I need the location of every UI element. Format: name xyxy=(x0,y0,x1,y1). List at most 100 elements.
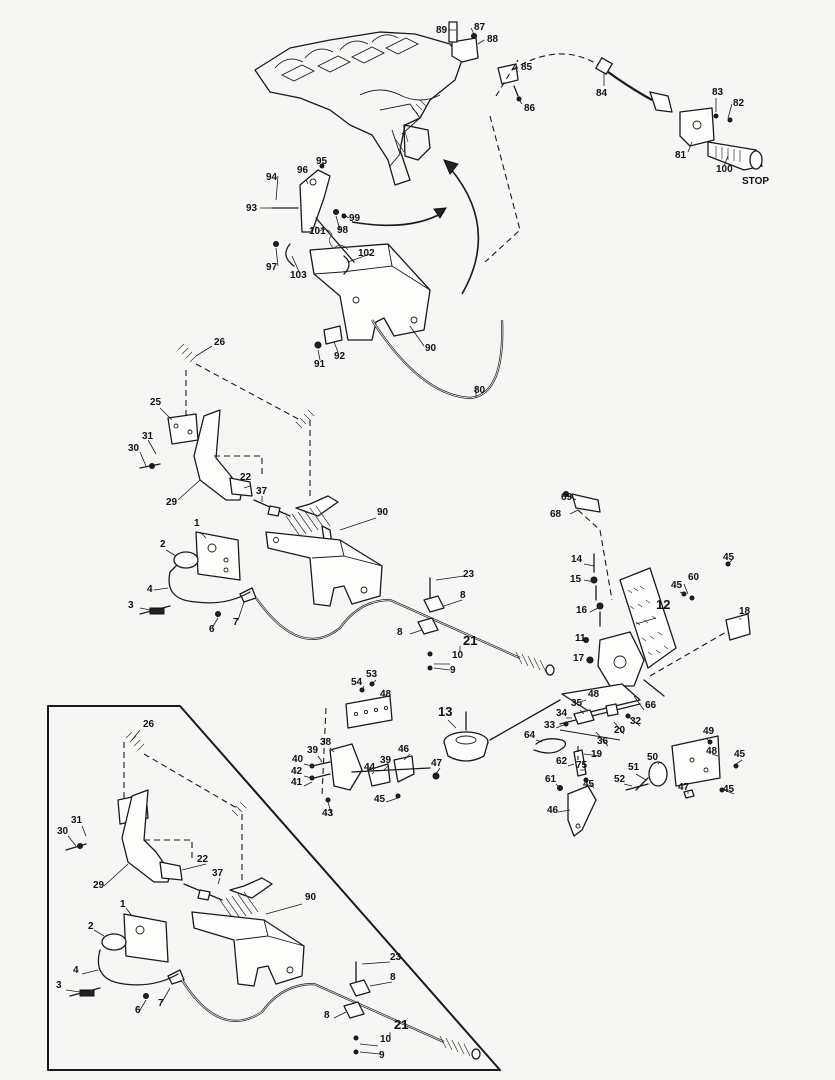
callout-c13: 13 xyxy=(438,704,452,719)
pedal-assembly-main xyxy=(139,343,555,676)
callout-c1b: 1 xyxy=(120,899,126,910)
callout-c23b: 23 xyxy=(390,952,402,963)
callout-c37a: 37 xyxy=(256,486,268,497)
callout-c97: 97 xyxy=(266,262,278,273)
linkage-parts-right xyxy=(533,703,641,837)
callout-c100: 100 xyxy=(716,164,733,175)
callout-c94: 94 xyxy=(266,172,278,183)
fuel-stop-bracket-assembly xyxy=(448,21,522,102)
callout-c42: 42 xyxy=(291,766,303,777)
callout-c3a: 3 xyxy=(128,600,134,611)
callout-c45b: 45 xyxy=(671,580,683,591)
callout-c26a: 26 xyxy=(214,337,226,348)
callout-c86: 86 xyxy=(524,103,536,114)
callout-c45f: 45 xyxy=(374,794,386,805)
callout-leader-lines xyxy=(65,27,743,1055)
callout-c40: 40 xyxy=(292,754,304,765)
callout-c89: 89 xyxy=(436,25,448,36)
callout-c43: 43 xyxy=(322,808,334,819)
throttle-cable-80 xyxy=(371,59,521,400)
callout-c8c: 8 xyxy=(390,972,396,983)
callout-c103: 103 xyxy=(290,270,307,281)
stop-cable-assembly xyxy=(511,53,763,171)
center-parts-group xyxy=(309,681,561,803)
callout-c80: 80 xyxy=(474,385,486,396)
callout-c12: 12 xyxy=(656,597,670,612)
callout-c30b: 30 xyxy=(57,826,69,837)
callout-c61: 61 xyxy=(545,774,557,785)
callout-c11: 11 xyxy=(575,633,586,644)
callout-c68: 68 xyxy=(550,509,562,520)
callout-c8a: 8 xyxy=(460,590,466,601)
callout-c95: 95 xyxy=(316,156,328,167)
callout-c29a: 29 xyxy=(166,497,178,508)
callout-c6a: 6 xyxy=(209,624,215,635)
callout-c14: 14 xyxy=(571,554,583,565)
callout-c45c: 45 xyxy=(583,779,595,790)
callout-c44: 44 xyxy=(364,762,376,773)
callout-c47b: 47 xyxy=(431,758,443,769)
callout-c23a: 23 xyxy=(463,569,475,580)
callout-c39b: 39 xyxy=(380,755,392,766)
callout-c6b: 6 xyxy=(135,1005,141,1016)
callout-c39a: 39 xyxy=(307,745,319,756)
callout-c82: 82 xyxy=(733,98,745,109)
callout-c26b: 26 xyxy=(143,719,155,730)
callout-c37b: 37 xyxy=(212,868,224,879)
callout-c90c: 90 xyxy=(305,892,317,903)
callout-c98: 98 xyxy=(337,225,349,236)
callout-c10a: 10 xyxy=(452,650,464,661)
callout-c31a: 31 xyxy=(142,431,154,442)
callout-c96: 96 xyxy=(297,165,309,176)
callout-c49: 49 xyxy=(703,726,715,737)
callout-c8d: 8 xyxy=(324,1010,330,1021)
callout-c50: 50 xyxy=(647,752,659,763)
callout-c99: 99 xyxy=(349,213,361,224)
callout-c48c: 48 xyxy=(706,746,718,757)
callout-c66: 66 xyxy=(645,700,657,711)
inset-detail-frame xyxy=(47,705,501,1071)
callout-c46a: 46 xyxy=(547,805,559,816)
callout-c25: 25 xyxy=(150,397,162,408)
callout-c22b: 22 xyxy=(197,854,209,865)
callout-c16: 16 xyxy=(576,605,588,616)
callout-c3b: 3 xyxy=(56,980,62,991)
callout-c17: 17 xyxy=(573,653,585,664)
callout-c7b: 7 xyxy=(158,998,164,1009)
callout-c33: 33 xyxy=(544,720,556,731)
callout-c47a: 47 xyxy=(678,782,690,793)
callout-c88: 88 xyxy=(487,34,499,45)
assembly-direction-arrows xyxy=(351,159,480,295)
callout-c64: 64 xyxy=(524,730,536,741)
callout-c9b: 9 xyxy=(379,1050,385,1061)
callout-c85: 85 xyxy=(521,62,533,73)
callout-c101: 101 xyxy=(309,226,326,237)
callout-c29b: 29 xyxy=(93,880,105,891)
callout-c32: 32 xyxy=(630,716,642,727)
callout-c48b: 48 xyxy=(588,689,600,700)
callout-c21a: 21 xyxy=(463,633,477,648)
callout-c84: 84 xyxy=(596,88,608,99)
callout-c81: 81 xyxy=(675,150,687,161)
callout-c38: 38 xyxy=(320,737,332,748)
callout-c10b: 10 xyxy=(380,1034,392,1045)
callout-c52: 52 xyxy=(614,774,626,785)
callout-c31b: 31 xyxy=(71,815,83,826)
callout-c9a: 9 xyxy=(450,665,456,676)
callout-cstop: STOP xyxy=(742,176,769,187)
accelerator-pedal-assembly xyxy=(561,491,751,713)
callout-c45d: 45 xyxy=(734,749,746,760)
callout-c46b: 46 xyxy=(398,744,410,755)
callout-c45a: 45 xyxy=(723,552,735,563)
callout-c48a: 48 xyxy=(380,689,392,700)
callout-c69: 69 xyxy=(561,492,573,503)
callout-c30a: 30 xyxy=(128,443,140,454)
callout-c60: 60 xyxy=(688,572,700,583)
callout-c20: 20 xyxy=(614,725,626,736)
callout-c62: 62 xyxy=(556,756,568,767)
callout-c51: 51 xyxy=(628,762,640,773)
callout-c87: 87 xyxy=(474,22,486,33)
callout-c36: 36 xyxy=(597,736,609,747)
